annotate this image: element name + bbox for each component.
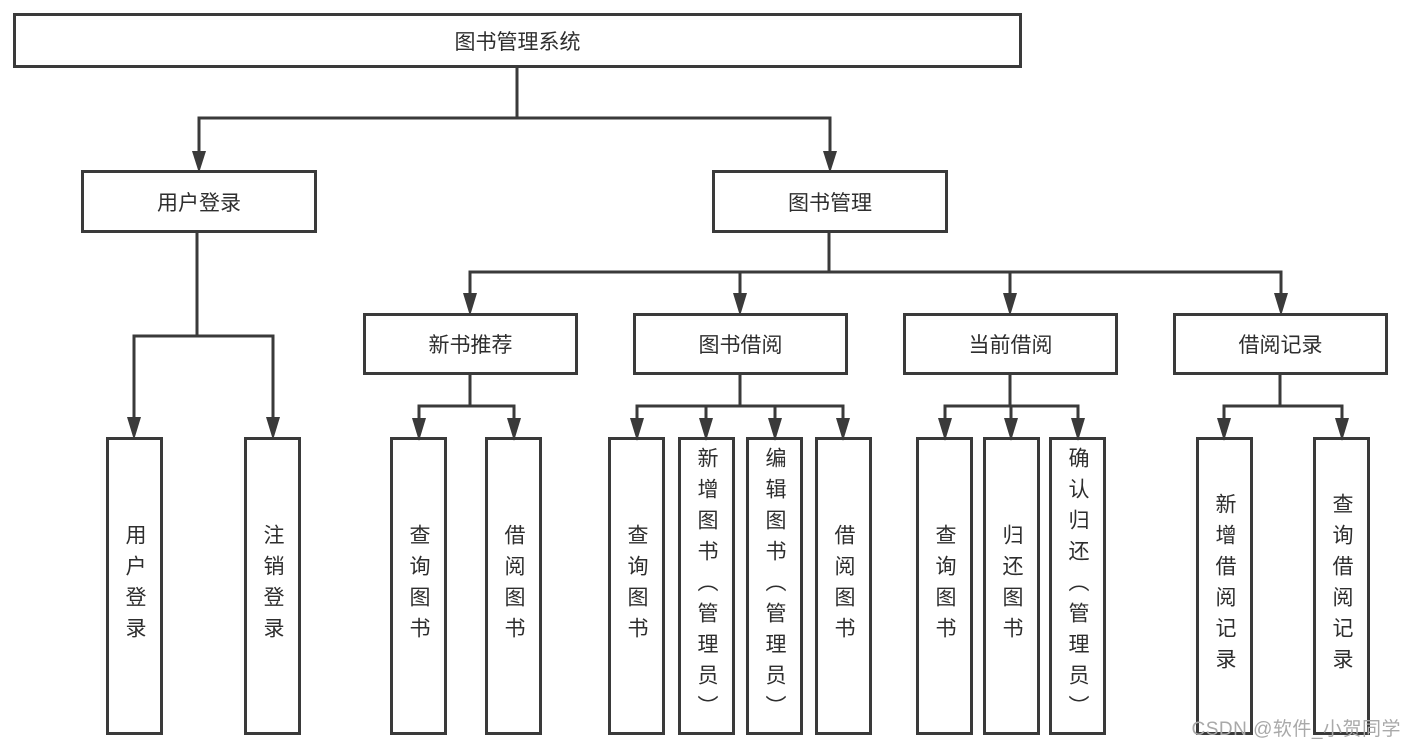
- node-book-management: 图书管理: [712, 170, 948, 233]
- leaf-query-books-recommend: 查询图书: [390, 437, 447, 735]
- leaf-return-books-label: 归还图书: [1000, 524, 1024, 648]
- node-current-borrowing-label: 当前借阅: [968, 334, 1053, 357]
- leaf-borrow-books-recommend: 借阅图书: [485, 437, 542, 735]
- leaf-edit-book-admin-label: 编辑图书（管理员）: [763, 446, 787, 726]
- node-root: 图书管理系统: [13, 13, 1022, 68]
- node-user-login-label: 用户登录: [157, 191, 241, 215]
- leaf-add-borrow-record-label: 新增借阅记录: [1213, 493, 1237, 679]
- leaf-user-login-label: 用户登录: [123, 524, 147, 648]
- leaf-logout-label: 注销登录: [261, 524, 285, 648]
- leaf-query-books-current-label: 查询图书: [933, 524, 957, 648]
- node-book-management-label: 图书管理: [788, 191, 872, 215]
- leaf-logout: 注销登录: [244, 437, 301, 735]
- edge-records-to-leaves: [1222, 373, 1344, 420]
- node-book-borrowing-label: 图书借阅: [698, 334, 783, 357]
- node-new-book-recommendation-label: 新书推荐: [428, 334, 513, 357]
- leaf-borrow-books-borrowing: 借阅图书: [815, 437, 872, 735]
- node-root-label: 图书管理系统: [454, 30, 581, 54]
- leaf-edit-book-admin: 编辑图书（管理员）: [746, 437, 803, 735]
- leaf-user-login: 用户登录: [106, 437, 163, 735]
- leaf-borrow-books-recommend-label: 借阅图书: [502, 524, 526, 648]
- leaf-query-books-current: 查询图书: [916, 437, 973, 735]
- leaf-add-book-admin-label: 新增图书（管理员）: [695, 446, 719, 726]
- leaf-return-books: 归还图书: [983, 437, 1040, 735]
- watermark: CSDN @软件_小贺同学: [1191, 719, 1401, 740]
- node-borrowing-records: 借阅记录: [1173, 313, 1388, 375]
- leaf-query-books-borrowing-label: 查询图书: [625, 524, 649, 648]
- leaf-add-book-admin: 新增图书（管理员）: [678, 437, 735, 735]
- leaf-query-books-borrowing: 查询图书: [608, 437, 665, 735]
- leaf-query-borrow-record: 查询借阅记录: [1313, 437, 1370, 735]
- edge-borrowing-to-leaves: [635, 373, 845, 420]
- leaf-confirm-return-admin: 确认归还（管理员）: [1049, 437, 1106, 735]
- edge-newbook-to-leaves: [417, 373, 516, 420]
- node-new-book-recommendation: 新书推荐: [363, 313, 578, 375]
- node-borrowing-records-label: 借阅记录: [1238, 334, 1323, 357]
- node-user-login: 用户登录: [81, 170, 317, 233]
- edge-root-to-level2: [197, 66, 832, 154]
- leaf-confirm-return-admin-label: 确认归还（管理员）: [1066, 446, 1090, 726]
- leaf-query-books-recommend-label: 查询图书: [407, 524, 431, 648]
- node-current-borrowing: 当前借阅: [903, 313, 1118, 375]
- edge-userlogin-to-leaves: [132, 231, 275, 420]
- leaf-borrow-books-borrowing-label: 借阅图书: [832, 524, 856, 648]
- node-book-borrowing: 图书借阅: [633, 313, 848, 375]
- leaf-add-borrow-record: 新增借阅记录: [1196, 437, 1253, 735]
- leaf-query-borrow-record-label: 查询借阅记录: [1330, 493, 1354, 679]
- edge-current-to-leaves: [943, 373, 1080, 420]
- edge-bookmgmt-to-level3: [468, 231, 1283, 296]
